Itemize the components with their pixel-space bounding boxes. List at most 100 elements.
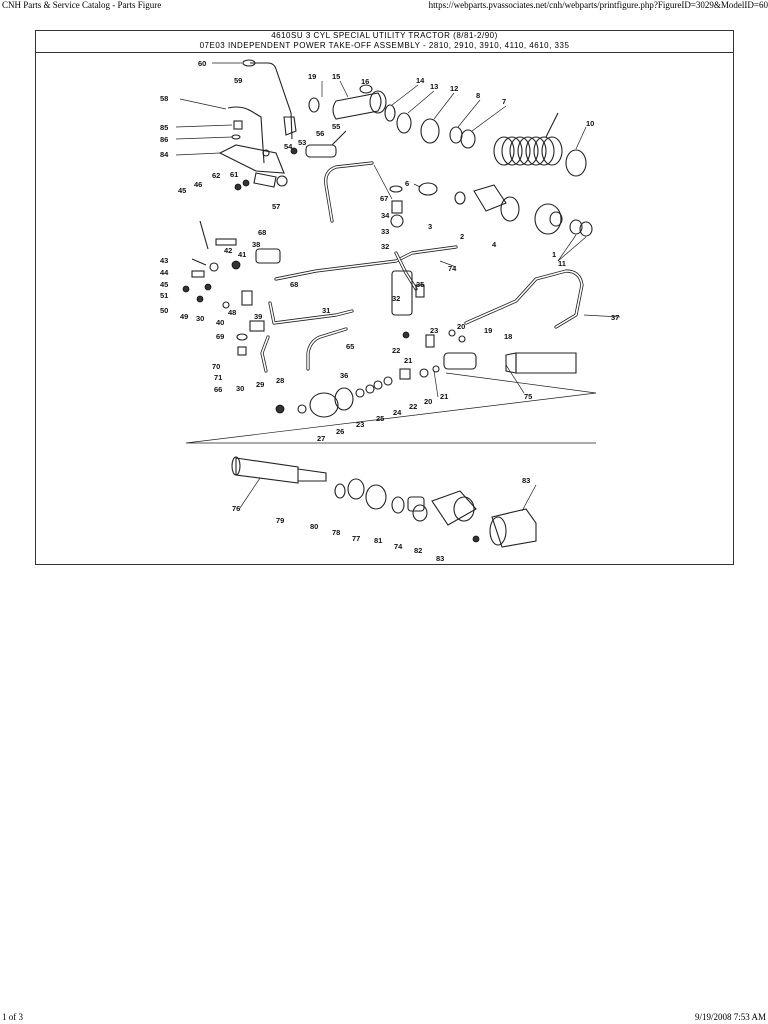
callout-47: 43 <box>160 256 168 265</box>
callout-48: 45 <box>178 186 186 195</box>
figure-assembly-title: 07E03 INDEPENDENT POWER TAKE-OFF ASSEMBL… <box>199 41 570 50</box>
plate-2 <box>473 184 507 212</box>
callout-51: 45 <box>160 280 168 289</box>
washer-32 <box>297 404 307 414</box>
bolt-33 <box>275 404 285 414</box>
tube-34 <box>268 301 354 325</box>
page-footer-timestamp: 9/19/2008 7:53 AM <box>694 1012 766 1022</box>
callout-12: 11 <box>558 259 566 268</box>
callout-27: 24 <box>393 408 402 417</box>
callout-10: 12 <box>450 84 458 93</box>
callout-8: 10 <box>586 119 594 128</box>
callout-68b: 68 <box>290 280 298 289</box>
ring-11 <box>396 112 412 134</box>
callout-82: 83 <box>436 554 444 563</box>
seal-73 <box>412 504 428 522</box>
callout-7: 8 <box>476 91 480 100</box>
bracket-83 <box>218 144 285 174</box>
hub-1 <box>534 203 562 235</box>
diagram-drawing <box>182 59 597 548</box>
page-header-title: CNH Parts & Service Catalog - Parts Figu… <box>2 0 162 10</box>
callout-59: 55 <box>332 122 340 131</box>
fitting-25 <box>399 368 411 380</box>
callout-4: 4 <box>492 240 497 249</box>
exploded-parts-diagram: 60 59 58 85 86 84 62 61 57 54 53 56 55 1… <box>160 59 621 563</box>
bolt-82 <box>472 535 480 543</box>
lever-rod-62a <box>250 62 293 140</box>
callout-34: 31 <box>322 306 330 315</box>
ring-12a <box>569 219 583 235</box>
callout-14: 15 <box>332 72 340 81</box>
callout-55: 50 <box>160 306 168 315</box>
callout-25: 22 <box>409 402 417 411</box>
callout-65: 65 <box>346 342 354 351</box>
ring-54 <box>222 301 230 309</box>
callout-68a: 68 <box>258 228 266 237</box>
pin-49 <box>215 238 237 246</box>
housing-80-bore <box>453 496 475 522</box>
callout-labels: 60 59 58 85 86 84 62 61 57 54 53 56 55 1… <box>160 59 619 563</box>
callout-23: 20 <box>424 397 432 406</box>
cap-36 <box>390 214 404 228</box>
callout-19: 20 <box>457 322 465 331</box>
pin-59 <box>331 130 347 146</box>
nut-63 <box>242 179 250 187</box>
callout-36: 32 <box>381 242 389 251</box>
ring-26 <box>365 384 375 394</box>
figure-model-title: 4610SU 3 CYL SPECIAL UTILITY TRACTOR (8/… <box>271 31 498 40</box>
ring-28 <box>373 380 383 390</box>
callout-53: 48 <box>228 308 236 317</box>
callout-32b: 29 <box>256 380 264 389</box>
callout-70: 70 <box>212 362 220 371</box>
callout-74a: 75 <box>524 392 532 401</box>
callout-45: 41 <box>238 250 246 259</box>
callout-61: 57 <box>272 202 280 211</box>
bolt-84 <box>233 120 243 130</box>
callout-60: 56 <box>316 129 324 138</box>
callout-74b: 76 <box>232 504 240 513</box>
bolt-71 <box>237 346 247 356</box>
page-header-url: https://webparts.pvassociates.net/cnh/we… <box>428 0 768 10</box>
callout-42: 38 <box>252 240 260 249</box>
shaft-74-upper <box>515 352 577 374</box>
spline-74 <box>297 468 327 482</box>
pin-86 <box>262 149 270 157</box>
callout-37: 33 <box>381 227 389 236</box>
callout-64: 62 <box>212 171 220 180</box>
callout-6: 7 <box>502 97 506 106</box>
shaft-74-lower <box>235 457 299 484</box>
callout-15: 16 <box>361 77 369 86</box>
callout-13: 14 <box>416 76 425 85</box>
callout-18: 19 <box>484 326 492 335</box>
tube-67 <box>324 161 374 223</box>
callout-1: 1 <box>552 250 556 259</box>
callout-39: 35 <box>416 280 424 289</box>
callout-84: 85 <box>160 123 168 132</box>
ring-19 <box>448 329 456 337</box>
callout-80: 82 <box>414 546 422 555</box>
figure-title-box: 4610SU 3 CYL SPECIAL UTILITY TRACTOR (8/… <box>36 31 733 53</box>
spring-46 <box>209 262 219 272</box>
callout-28: 25 <box>376 414 384 423</box>
callout-29: 26 <box>336 427 344 436</box>
hub-1-bore <box>549 211 563 227</box>
nut-51 <box>204 283 212 291</box>
ring-8 <box>565 149 587 177</box>
callout-31: 28 <box>276 376 284 385</box>
ring-24 <box>432 365 440 373</box>
washer-69 <box>236 333 248 341</box>
callout-63: 61 <box>230 170 238 179</box>
cap-53 <box>241 290 253 306</box>
parts-figure-frame: 4610SU 3 CYL SPECIAL UTILITY TRACTOR (8/… <box>35 30 734 565</box>
bracket-plate <box>253 172 277 188</box>
ring-75 <box>391 496 405 514</box>
callout-24: 21 <box>440 392 448 401</box>
pin-39 <box>415 284 425 298</box>
ring-18 <box>458 335 466 343</box>
valve-17 <box>443 352 477 370</box>
washer-85 <box>231 134 241 140</box>
bearing-15 <box>359 84 373 94</box>
callout-22: 23 <box>430 326 438 335</box>
callout-72: 74 <box>448 264 457 273</box>
ring-27 <box>383 376 393 386</box>
